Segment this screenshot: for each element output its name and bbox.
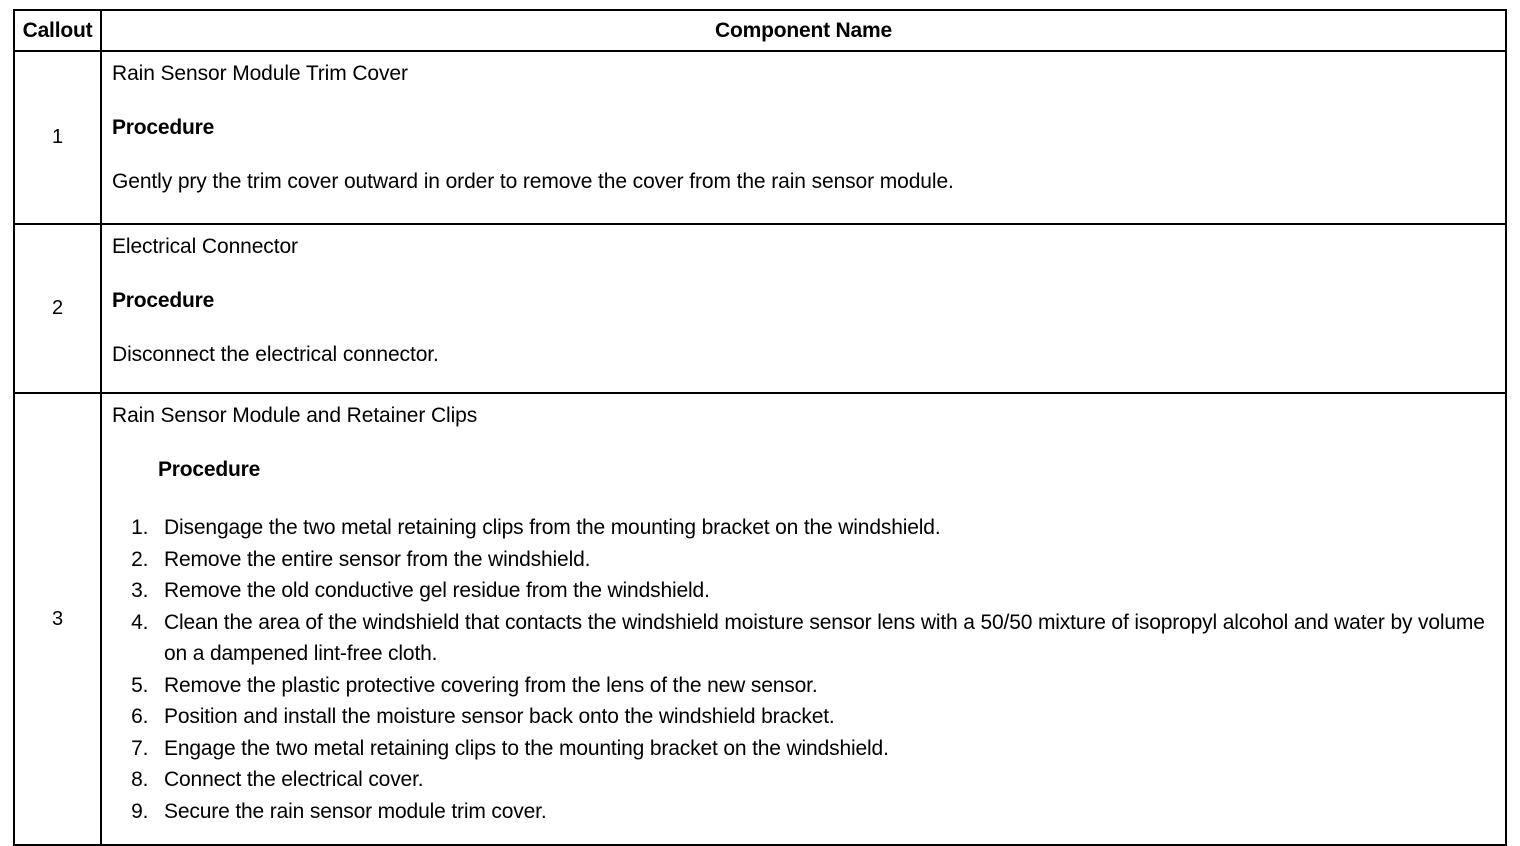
component-title: Electrical Connector (112, 235, 298, 258)
component-title: Rain Sensor Module and Retainer Clips (112, 404, 478, 427)
component-title: Rain Sensor Module Trim Cover (112, 62, 408, 85)
procedure-step: Position and install the moisture sensor… (154, 701, 1495, 733)
component-content-cell: Electrical Connector Procedure Disconnec… (100, 223, 1507, 394)
table-row: 3 Rain Sensor Module and Retainer Clips … (13, 392, 1507, 846)
document-page: Callout Component Name 1 Rain Sensor Mod… (0, 0, 1520, 804)
table-header: Callout Component Name (13, 9, 1507, 52)
table-row: 2 Electrical Connector Procedure Disconn… (13, 223, 1507, 394)
callout-component-table: Callout Component Name 1 Rain Sensor Mod… (13, 9, 1507, 846)
column-header-callout: Callout (13, 9, 102, 52)
callout-number-cell: 3 (13, 392, 102, 846)
procedure-heading: Procedure (158, 458, 261, 481)
callout-number-cell: 2 (13, 223, 102, 394)
procedure-step: Connect the electrical cover. (154, 764, 1495, 796)
procedure-step-list: Disengage the two metal retaining clips … (112, 512, 1495, 827)
callout-number-cell: 1 (13, 50, 102, 225)
component-content-cell: Rain Sensor Module and Retainer Clips Pr… (100, 392, 1507, 846)
column-header-component-name: Component Name (100, 9, 1507, 52)
procedure-step: Engage the two metal retaining clips to … (154, 733, 1495, 765)
table-header-row: Callout Component Name (13, 9, 1507, 52)
procedure-heading: Procedure (112, 116, 215, 139)
procedure-description: Gently pry the trim cover outward in ord… (112, 170, 954, 193)
procedure-step: Clean the area of the windshield that co… (154, 607, 1495, 670)
component-content-cell: Rain Sensor Module Trim Cover Procedure … (100, 50, 1507, 225)
procedure-step: Secure the rain sensor module trim cover… (154, 796, 1495, 828)
procedure-step: Remove the plastic protective covering f… (154, 670, 1495, 702)
table-body: 1 Rain Sensor Module Trim Cover Procedur… (13, 50, 1507, 846)
table-row: 1 Rain Sensor Module Trim Cover Procedur… (13, 50, 1507, 225)
procedure-step: Remove the entire sensor from the windsh… (154, 544, 1495, 576)
procedure-step: Remove the old conductive gel residue fr… (154, 575, 1495, 607)
procedure-heading: Procedure (112, 289, 215, 312)
procedure-description: Disconnect the electrical connector. (112, 343, 439, 366)
procedure-step: Disengage the two metal retaining clips … (154, 512, 1495, 544)
